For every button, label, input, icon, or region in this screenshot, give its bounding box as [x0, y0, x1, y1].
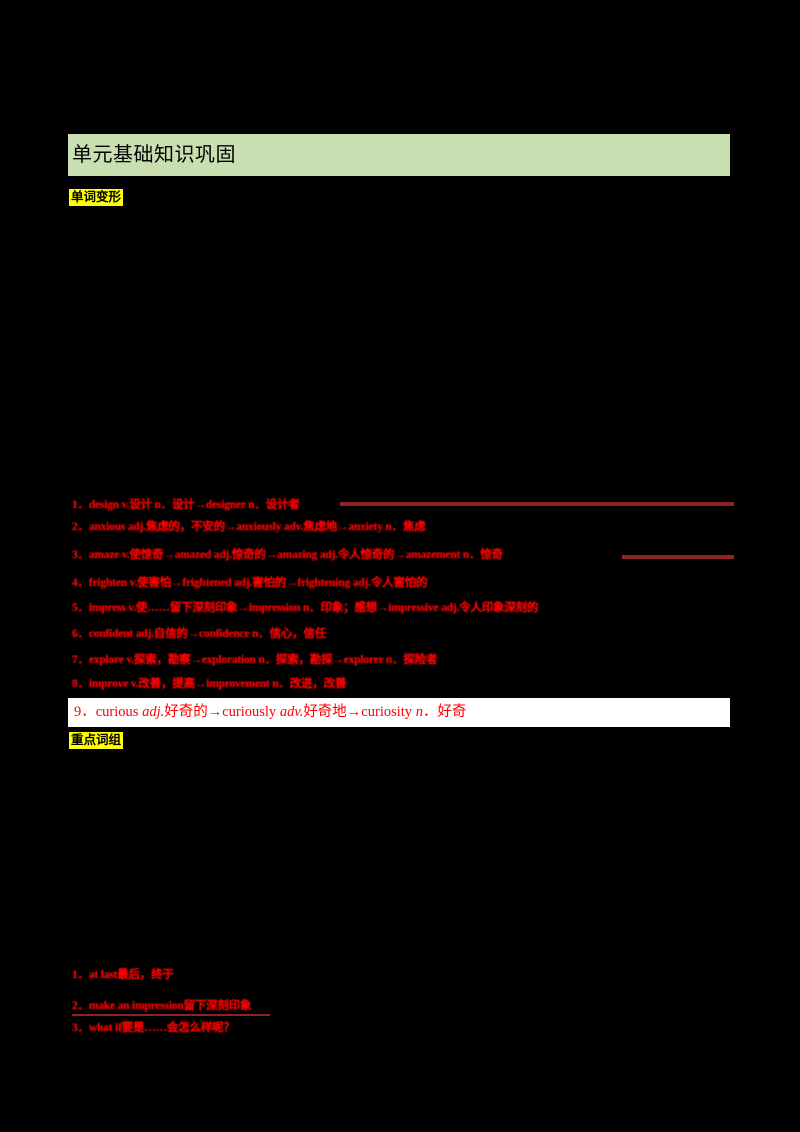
rule-under-phrase-2 — [72, 1014, 270, 1016]
word-form-number-4: 4． — [72, 577, 89, 589]
word-form-number-1: 1． — [72, 499, 89, 511]
word-form-text-2: anxious adj.焦虑的，不安的→anxiously adv.焦虑地→an… — [88, 521, 426, 533]
word-form-number-6: 6． — [72, 628, 89, 640]
word-form-item-7: 7．explore v.探索，勘察→exploration n．探索，勘探→ex… — [72, 654, 437, 667]
word-form-segment: n — [415, 704, 423, 720]
word-form-item-8: 8．improve v.改善，提高→improvement n．改进，改善 — [72, 678, 346, 691]
word-form-number-3: 3． — [72, 549, 89, 561]
word-form-text-5: impress v.使……留下深刻印象→impression n．印象；感想→i… — [88, 602, 539, 614]
word-form-item-6: 6．confident adj.自信的→confidence n．信心，信任 — [72, 628, 326, 641]
white-strip-item-9 — [68, 698, 730, 727]
word-form-number-9: 9． — [74, 704, 96, 720]
word-form-number-2: 2． — [72, 521, 89, 533]
section-heading-bar: 单元基础知识巩固 — [68, 134, 730, 176]
word-form-segment: 好奇地→curiosity — [303, 704, 416, 720]
label-key-phrases: 重点词组 — [68, 731, 125, 751]
word-form-item-1: 1．design v.设计 n．设计→designer n．设计者 — [72, 499, 300, 512]
key-phrase-item-1: 1．at last最后，终于 — [72, 969, 174, 982]
word-form-item-4: 4．frighten v.使害怕→frightened adj.害怕的→frig… — [72, 577, 428, 590]
word-form-number-7: 7． — [72, 654, 89, 666]
label-word-forms: 单词变形 — [68, 188, 125, 208]
word-form-segment: adj. — [142, 704, 165, 720]
word-form-segment: curious — [95, 704, 143, 720]
word-form-segment: adv. — [279, 704, 304, 720]
rule-after-item-3 — [622, 555, 734, 559]
key-phrase-number-2: 2． — [72, 1000, 89, 1012]
key-phrase-number-1: 1． — [72, 969, 89, 981]
word-form-item-9: 9．curious adj.好奇的→curiously adv.好奇地→curi… — [74, 703, 466, 723]
key-phrase-item-2: 2．make an impression留下深刻印象 — [72, 1000, 251, 1013]
word-form-text-6: confident adj.自信的→confidence n．信心，信任 — [88, 628, 327, 640]
word-form-text-7: explore v.探索，勘察→exploration n．探索，勘探→expl… — [88, 654, 438, 666]
key-phrase-number-3: 3． — [72, 1022, 89, 1034]
rule-after-item-1 — [340, 502, 734, 506]
key-phrase-item-3: 3．what if要是……会怎么样呢？ — [72, 1022, 235, 1035]
word-form-text-3: amaze v.使惊奇→amazed adj.惊奇的→amazing adj.令… — [88, 549, 503, 561]
key-phrase-text-1: at last最后，终于 — [88, 969, 174, 981]
key-phrase-text-3: what if要是……会怎么样呢？ — [88, 1022, 235, 1034]
word-form-segment: ．好奇 — [422, 704, 467, 720]
word-form-item-2: 2．anxious adj.焦虑的，不安的→anxiously adv.焦虑地→… — [72, 521, 426, 534]
word-form-text-1: design v.设计 n．设计→designer n．设计者 — [88, 499, 300, 511]
word-form-segment: 好奇的→curiously — [164, 704, 280, 720]
word-form-item-3: 3．amaze v.使惊奇→amazed adj.惊奇的→amazing adj… — [72, 549, 503, 562]
word-form-number-5: 5． — [72, 602, 89, 614]
word-form-text-8: improve v.改善，提高→improvement n．改进，改善 — [88, 678, 347, 690]
word-form-text-9: curious adj.好奇的→curiously adv.好奇地→curios… — [96, 704, 467, 720]
word-form-text-4: frighten v.使害怕→frightened adj.害怕的→fright… — [88, 577, 428, 589]
key-phrase-text-2: make an impression留下深刻印象 — [88, 1000, 252, 1012]
word-form-item-5: 5．impress v.使……留下深刻印象→impression n．印象；感想… — [72, 602, 538, 615]
word-form-number-8: 8． — [72, 678, 89, 690]
page-title: 单元基础知识巩固 — [72, 144, 236, 166]
